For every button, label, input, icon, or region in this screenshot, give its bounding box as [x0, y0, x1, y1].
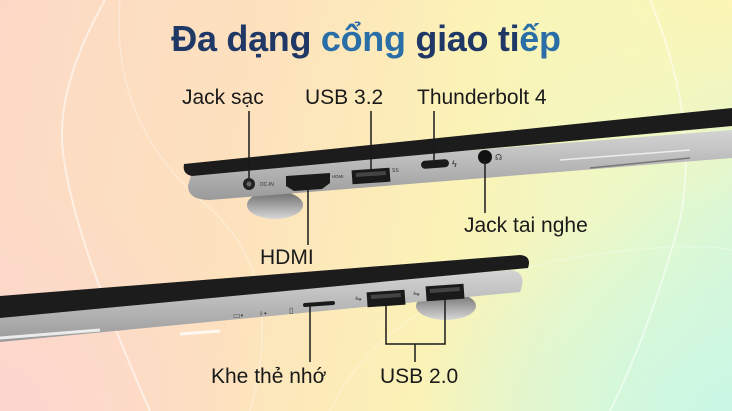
card-slot: [303, 301, 335, 307]
label-usb20: USB 2.0: [380, 365, 459, 388]
laptop-lid: [0, 255, 529, 318]
power-led-icon: ♀•: [258, 309, 267, 318]
laptop-right-side: DC-IN HDMI SS ϟ ☊: [183, 108, 732, 219]
hdmi-marking: HDMI: [332, 174, 344, 179]
usb-icon: ⇋: [355, 294, 362, 303]
label-usb32: USB 3.2: [305, 86, 384, 109]
page-title: Đa dạng cổng giao tiếp: [0, 18, 732, 60]
edge-highlight: [0, 328, 101, 340]
battery-led-icon: ▭•: [233, 311, 244, 320]
vent-highlight: [559, 149, 691, 161]
thunderbolt-icon: ϟ: [452, 159, 457, 169]
laptop-lid: [183, 108, 732, 176]
hdmi-port: [286, 173, 330, 191]
laptop-left-side: ▭• ♀• ▯ ⇋ ⇋: [0, 255, 529, 342]
label-headphone-jack: Jack tai nghe: [464, 214, 588, 237]
dc-in-marking: DC-IN: [260, 182, 274, 188]
background-swirl: [609, 0, 687, 411]
usb-icon: ⇋: [413, 289, 420, 298]
title-text: giao ti: [405, 18, 520, 59]
label-charge-jack: Jack sạc: [182, 86, 264, 109]
edge-highlight: [179, 329, 221, 336]
ss-marking: SS: [392, 168, 399, 174]
sd-card-icon: ▯: [289, 306, 293, 315]
background-swirl: [329, 245, 732, 411]
headphone-port: [478, 150, 492, 164]
label-hdmi: HDMI: [260, 246, 314, 269]
background-swirl: [118, 0, 264, 411]
label-card-slot: Khe thẻ nhớ: [211, 365, 327, 388]
laptop-foot: [247, 191, 303, 219]
vent-line: [589, 157, 691, 169]
headphone-icon: ☊: [495, 153, 502, 162]
label-thunderbolt: Thunderbolt 4: [417, 86, 547, 109]
laptop-base: [0, 270, 523, 342]
thunderbolt-port: [421, 159, 449, 169]
leader-lines: [248, 111, 486, 362]
title-text-accent: ếp: [519, 18, 561, 59]
title-text-accent: cổng: [320, 18, 406, 59]
title-text: Đa dạng: [171, 18, 321, 59]
